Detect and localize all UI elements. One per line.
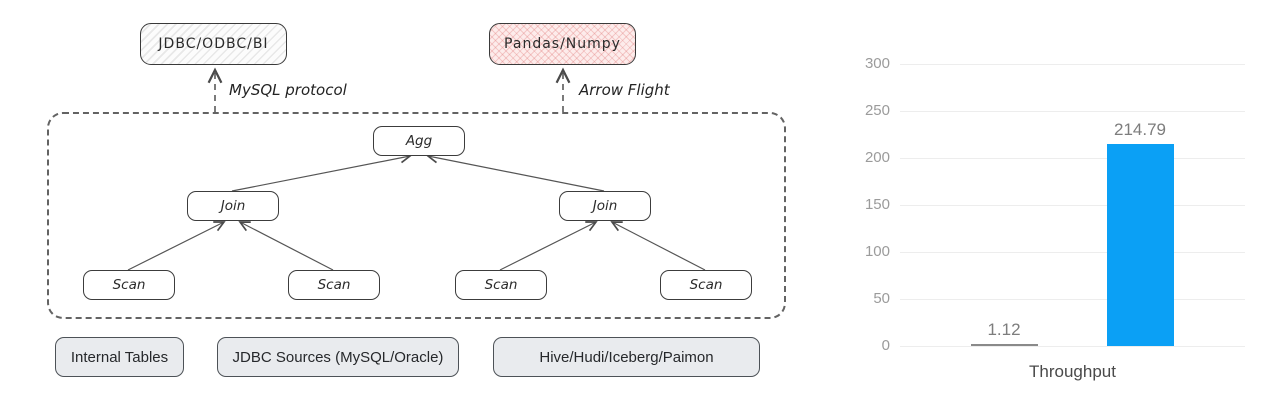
consumer-box-jdbc-odbc-bi: JDBC/ODBC/BI bbox=[140, 23, 287, 65]
protocol-label-arrow-flight: Arrow Flight bbox=[579, 81, 670, 99]
node-label: Agg bbox=[405, 133, 433, 149]
consumer-label: JDBC/ODBC/BI bbox=[158, 36, 269, 52]
node-label: Join bbox=[592, 198, 618, 214]
bar-value-label: 214.79 bbox=[1114, 120, 1166, 139]
gridline bbox=[900, 346, 1245, 347]
tree-node-join-left: Join bbox=[187, 191, 279, 221]
y-tick-label: 0 bbox=[881, 337, 890, 354]
tree-node-scan-4: Scan bbox=[660, 270, 752, 300]
bar bbox=[1106, 144, 1174, 346]
gridline bbox=[900, 252, 1245, 253]
query-engine-boundary bbox=[47, 112, 786, 319]
y-tick-label: 150 bbox=[864, 196, 890, 213]
source-box-internal-tables: Internal Tables bbox=[55, 337, 184, 377]
y-tick-label: 250 bbox=[864, 102, 890, 119]
y-tick-label: 50 bbox=[873, 290, 890, 307]
bar-value-label: 1.12 bbox=[987, 320, 1021, 339]
node-label: Scan bbox=[689, 277, 723, 293]
source-label: Hive/Hudi/Iceberg/Paimon bbox=[539, 348, 714, 366]
y-tick-label: 200 bbox=[864, 149, 890, 166]
gridline bbox=[900, 205, 1245, 206]
source-label: Internal Tables bbox=[70, 348, 169, 366]
node-label: Join bbox=[220, 198, 246, 214]
tree-node-scan-3: Scan bbox=[455, 270, 547, 300]
protocol-label-mysql: MySQL protocol bbox=[229, 81, 347, 99]
gridline bbox=[900, 64, 1245, 65]
gridline bbox=[900, 111, 1245, 112]
node-label: Scan bbox=[484, 277, 518, 293]
consumer-box-pandas-numpy: Pandas/Numpy bbox=[489, 23, 636, 65]
tree-node-join-right: Join bbox=[559, 191, 651, 221]
node-label: Scan bbox=[317, 277, 351, 293]
bar bbox=[970, 344, 1038, 346]
consumer-label: Pandas/Numpy bbox=[504, 36, 621, 52]
tree-node-scan-1: Scan bbox=[83, 270, 175, 300]
tree-node-agg: Agg bbox=[373, 126, 465, 156]
y-tick-label: 100 bbox=[864, 243, 890, 260]
bar-chart: Throughput 0 50 100 150 200 250 300 1.12 214.79 bbox=[860, 40, 1265, 395]
y-tick-label: 300 bbox=[864, 55, 890, 72]
chart-x-axis-label: Throughput bbox=[1029, 362, 1116, 381]
gridline bbox=[900, 299, 1245, 300]
source-box-lake-formats: Hive/Hudi/Iceberg/Paimon bbox=[493, 337, 760, 377]
gridline bbox=[900, 158, 1245, 159]
source-label: JDBC Sources (MySQL/Oracle) bbox=[232, 348, 444, 366]
tree-node-scan-2: Scan bbox=[288, 270, 380, 300]
node-label: Scan bbox=[112, 277, 146, 293]
source-box-jdbc-sources: JDBC Sources (MySQL/Oracle) bbox=[217, 337, 459, 377]
